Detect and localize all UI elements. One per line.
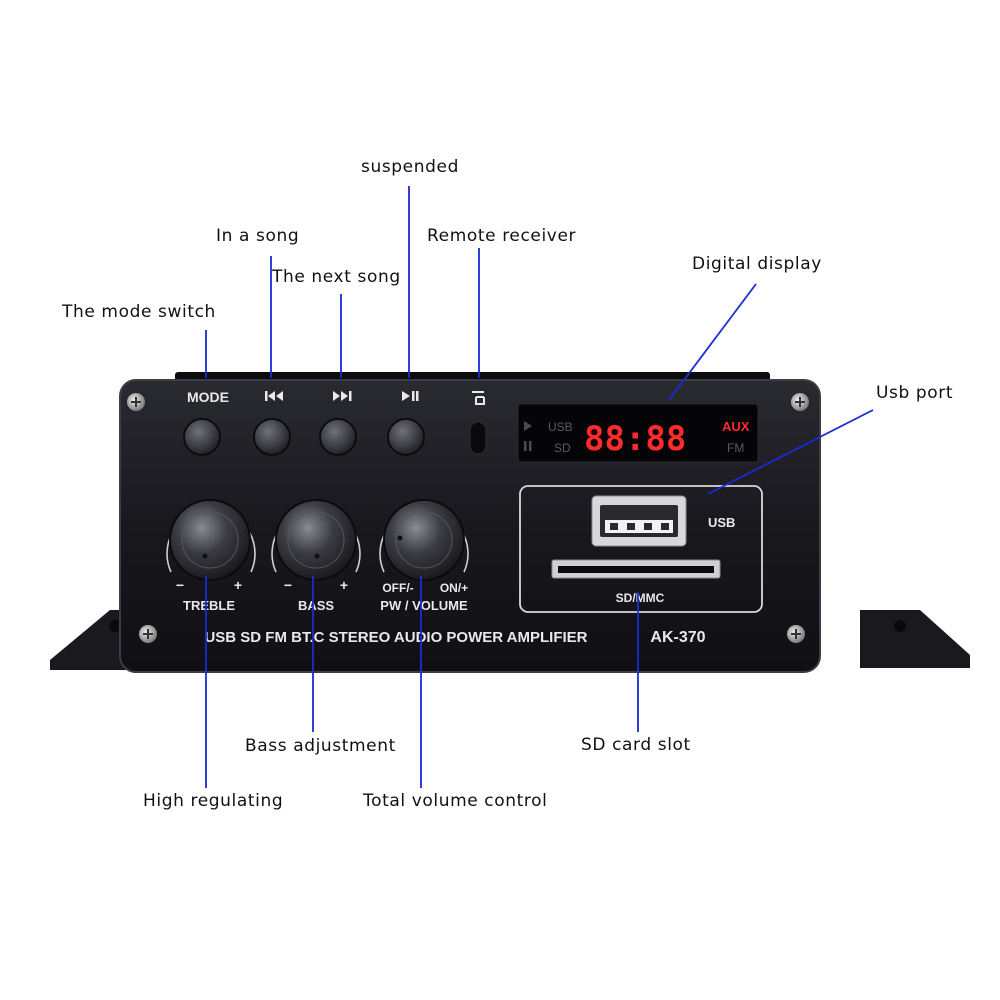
model-number: AK-370 [650,629,705,646]
digital-display [517,403,759,463]
callout-mode-switch: The mode switch [61,302,216,322]
leader-display [668,283,757,401]
bracket-hole-left [109,620,121,632]
display-pause-icon [524,441,527,451]
leader-lines [205,186,874,788]
media-port-panel [519,485,763,613]
leader-usb-port [707,409,874,495]
treble-minus: − [176,577,184,593]
volume-on-label: ON/+ [440,581,468,595]
callout-usb-port: Usb port [876,383,953,403]
screw-icon [791,393,809,411]
screw-icon [139,625,157,643]
callout-sd-slot: SD card slot [581,735,691,755]
play-pause-icon [402,391,419,401]
volume-label: PW / VOLUME [380,598,468,613]
volume-knob-indicator [397,535,403,541]
usb-label: USB [708,515,735,530]
bass-plus: + [340,577,348,593]
prev-track-icon [265,391,283,401]
callout-digital-display: Digital display [692,254,822,274]
treble-plus: + [234,577,242,593]
bracket-hole-right [894,620,906,632]
display-aux-indicator: AUX [722,419,750,434]
right-bracket [860,610,970,668]
mode-button[interactable] [183,418,221,456]
display-play-icon [524,421,532,431]
callout-volume-control: Total volume control [362,791,547,811]
bass-label: BASS [298,598,334,613]
next-song-button[interactable] [319,418,357,456]
callout-next-song: The next song [271,267,401,287]
volume-off-label: OFF/- [382,581,413,595]
callout-bass-adjustment: Bass adjustment [245,736,396,756]
callout-prev-song: In a song [216,226,299,246]
display-usb-indicator: USB [548,420,573,434]
bass-minus: − [284,577,292,593]
bass-knob-indicator [314,553,320,559]
callout-high-regulating: High regulating [143,791,283,811]
treble-label: TREBLE [183,598,235,613]
next-track-icon [333,391,352,401]
treble-knob-indicator [202,553,208,559]
display-digits: 88:88 [584,419,686,459]
sd-label: SD/MMC [616,591,665,605]
callout-suspended: suspended [361,157,459,177]
screw-icon [787,625,805,643]
mode-label: MODE [187,389,229,405]
play-pause-button[interactable] [387,418,425,456]
display-sd-indicator: SD [554,441,571,455]
screw-icon [127,393,145,411]
display-fm-indicator: FM [727,441,744,455]
remote-receiver [469,421,487,455]
prev-song-button[interactable] [253,418,291,456]
panel-title: USB SD FM BT.C STEREO AUDIO POWER AMPLIF… [204,629,587,646]
remote-signal-icon [472,391,485,405]
callout-remote-receiver: Remote receiver [427,226,576,246]
